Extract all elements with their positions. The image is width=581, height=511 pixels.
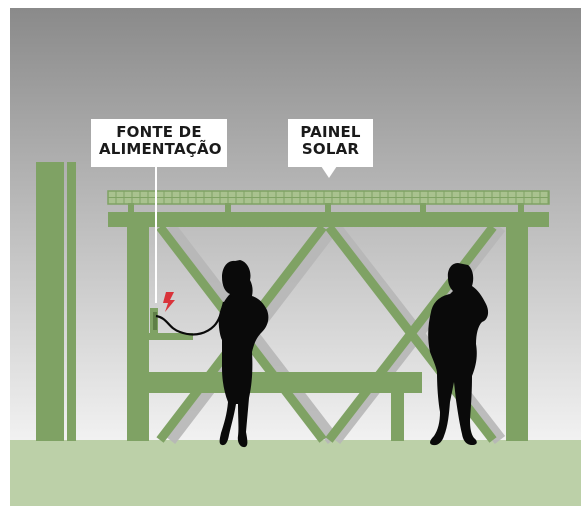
power-supply-callout: FONTE DE ALIMENTAÇÃO [91,119,227,167]
solar-callout-pointer [321,166,337,178]
ground [10,440,581,506]
left-column [127,212,149,441]
power-supply-box [150,308,158,334]
power-callout-line1: FONTE DE [116,123,202,141]
power-shelf [148,333,193,340]
bench [147,372,422,441]
man-phone-silhouette [428,263,489,446]
left-pillar [36,162,76,441]
solar-panel-callout: PAINEL SOLAR [288,119,373,167]
roof-supports [128,203,524,213]
right-column [506,212,528,441]
solar-callout-line2: SOLAR [301,140,360,158]
roof-beam [108,212,549,227]
solar-panel [107,190,550,205]
woman-silhouette [218,260,269,448]
power-bolt-icon [163,292,175,312]
solar-callout-line1: PAINEL [300,123,361,141]
power-callout-line2: ALIMENTAÇÃO [99,140,222,158]
